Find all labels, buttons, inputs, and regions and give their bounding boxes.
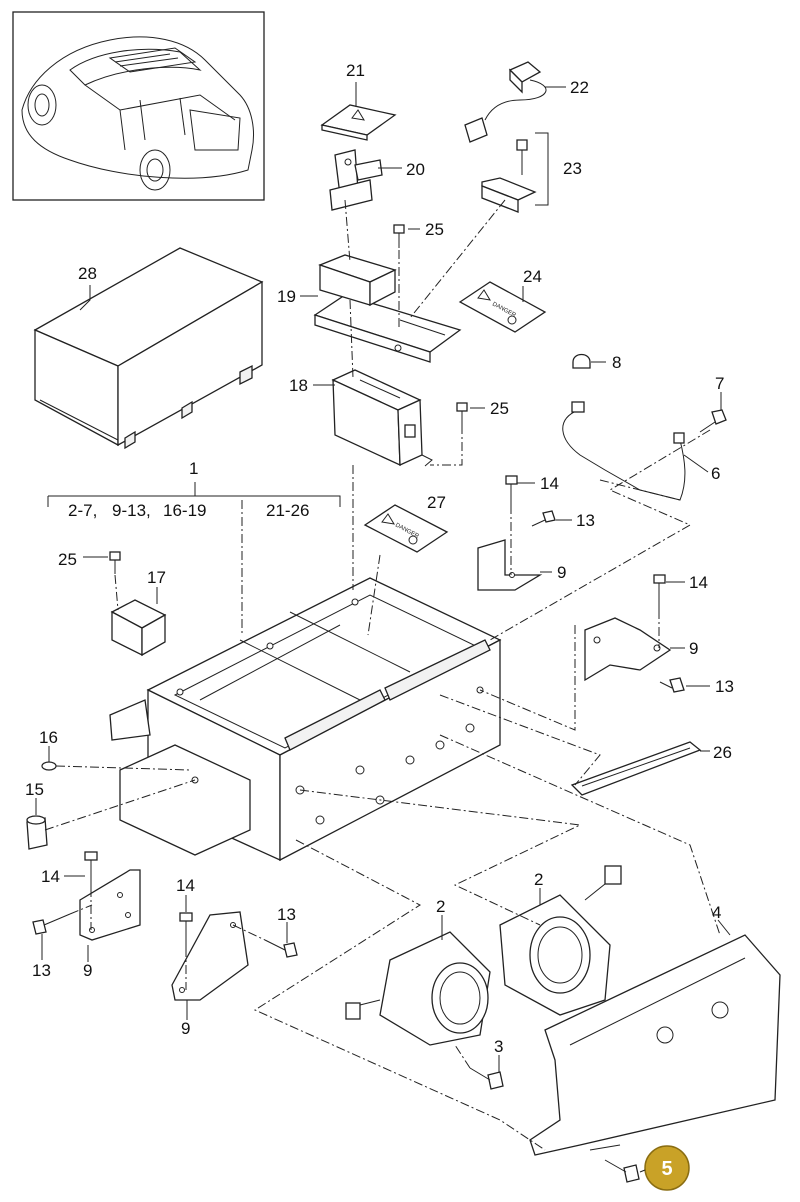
range-4: 21-26	[266, 501, 309, 520]
callout-19: 19	[277, 287, 296, 306]
part-14-bolt-lower-left	[84, 851, 98, 888]
callout-5-highlight[interactable]: 5	[639, 1145, 690, 1191]
part-25-bolt-left	[109, 551, 121, 574]
assembly-lines	[44, 199, 721, 1151]
part-13-bolt-right	[659, 677, 685, 693]
part-2-fan-left	[345, 931, 491, 1046]
part-22-cable	[464, 61, 547, 143]
part-9-bracket-upper	[477, 539, 543, 591]
part-16-o-ring	[41, 761, 57, 771]
part-18-control-unit	[331, 369, 433, 467]
part-14-bolt-lower-mid	[179, 912, 193, 948]
callout-25-mid: 25	[490, 399, 509, 418]
part-14-bolt-upper	[505, 475, 518, 505]
part-6-ground-strap	[562, 401, 686, 501]
range-1: 2-7,	[68, 501, 97, 520]
callout-6: 6	[711, 464, 720, 483]
callout-7: 7	[715, 374, 724, 393]
callout-21: 21	[346, 61, 365, 80]
callout-14-right: 14	[689, 573, 708, 592]
part-24-danger-label: DANGER	[458, 281, 547, 333]
callout-22: 22	[570, 78, 589, 97]
callout-4: 4	[712, 903, 721, 922]
part-17-relay	[110, 599, 167, 657]
callout-1: 1	[189, 459, 198, 478]
part-9-bracket-right	[584, 617, 672, 682]
part-13-bolt-upper	[531, 510, 556, 527]
callout-2-left: 2	[436, 897, 445, 916]
part-13-bolt-lower-left	[32, 913, 71, 935]
callout-25-top: 25	[425, 220, 444, 239]
callout-9-lower-left: 9	[83, 961, 92, 980]
callout-13-upper: 13	[576, 511, 595, 530]
callout-16: 16	[39, 728, 58, 747]
callout-8: 8	[612, 353, 621, 372]
callout-27: 27	[427, 493, 446, 512]
leader-lines	[35, 82, 731, 1072]
part-14-bolt-right	[653, 574, 666, 610]
callout-9-right: 9	[689, 639, 698, 658]
callout-15: 15	[25, 780, 44, 799]
part-23-bracket-set	[481, 132, 549, 213]
callout-20: 20	[406, 160, 425, 179]
part-2-fan-right	[499, 865, 622, 1016]
part-1-battery-housing	[109, 577, 502, 862]
part-20-connector-bracket	[329, 149, 383, 211]
callout-9-upper: 9	[557, 563, 566, 582]
callout-5[interactable]: 5	[661, 1158, 672, 1180]
callout-26: 26	[713, 743, 732, 762]
callout-labels: 21 20 22 23 25 28 24 19 8 18 7 25 6 1 14…	[25, 61, 734, 1056]
part-13-bolt-lower-mid	[264, 939, 298, 958]
vehicle-thumbnail	[12, 11, 265, 201]
highlight-badge[interactable]	[644, 1145, 690, 1191]
callout-13-right: 13	[715, 677, 734, 696]
callout-14-upper: 14	[540, 474, 559, 493]
part-19-control-unit-tray	[313, 254, 462, 363]
part-4-lower-cover	[529, 934, 781, 1156]
range-2: 9-13,	[112, 501, 151, 520]
callout-9-lower-mid: 9	[181, 1019, 190, 1038]
callout-13-lower-mid: 13	[277, 905, 296, 924]
part-9-bracket-lower-left	[79, 869, 141, 941]
part-5-screw	[604, 1159, 640, 1183]
callout-28: 28	[78, 264, 97, 283]
part-7-bolt	[699, 409, 727, 433]
part-25-bolt-mid	[456, 402, 468, 425]
part-3-screw	[469, 1067, 504, 1090]
callout-24: 24	[523, 267, 542, 286]
part-9-bracket-lower-mid	[171, 911, 249, 1001]
callout-18: 18	[289, 376, 308, 395]
callout-2-right: 2	[534, 870, 543, 889]
callout-13-lower-left: 13	[32, 961, 51, 980]
part-8-cap	[572, 353, 591, 369]
callout-14-lower-left: 14	[41, 867, 60, 886]
part-21-label-plate	[320, 104, 397, 141]
range-3: 16-19	[163, 501, 206, 520]
callout-17: 17	[147, 568, 166, 587]
callout-3: 3	[494, 1037, 503, 1056]
part-28-cover-box	[33, 247, 264, 450]
part-26-seal-strip	[570, 741, 702, 796]
part-25-bolt-top	[393, 224, 405, 248]
part-15-plug	[26, 815, 48, 850]
part-27-danger-label: DANGER	[363, 504, 449, 553]
callout-23: 23	[563, 159, 582, 178]
callout-25-left: 25	[58, 550, 77, 569]
callout-14-lower-mid: 14	[176, 876, 195, 895]
